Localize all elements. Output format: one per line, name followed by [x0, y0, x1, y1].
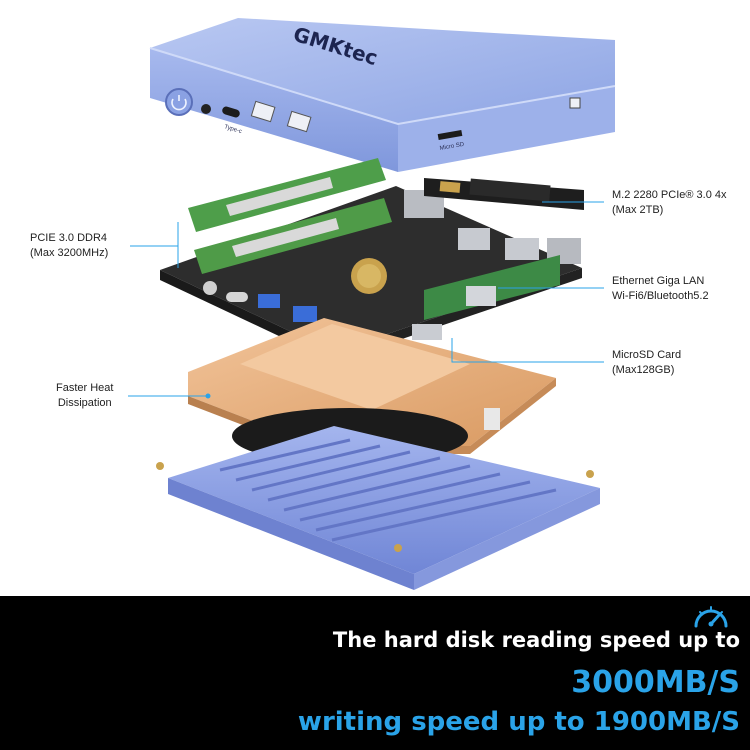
- microsd-slot: [437, 129, 463, 141]
- microsd-callout-label: MicroSD Card (Max128GB): [612, 349, 682, 376]
- m2-ssd: [424, 178, 584, 210]
- typec-connector: [226, 292, 248, 302]
- typec-port-label: Type-c: [223, 124, 242, 135]
- ssd-callout-label: M.2 2280 PCIe® 3.0 4x (Max 2TB): [612, 189, 727, 216]
- usb3-port-2: [293, 306, 317, 322]
- usb3-port-1: [258, 294, 280, 308]
- usb-port-rear: [505, 238, 539, 260]
- usb-port-1: [250, 100, 276, 123]
- typec-port: [222, 106, 240, 118]
- write-speed-text: writing speed up to 1900MB/S: [297, 707, 740, 737]
- network-callout-label: Ethernet Giga LAN Wi-Fi6/Bluetooth5.2: [612, 275, 709, 302]
- usb-port-2: [286, 110, 312, 133]
- hdmi-port-1: [458, 228, 490, 250]
- audio-jack: [201, 104, 211, 114]
- kensington-slot: [569, 97, 581, 109]
- power-button: [165, 88, 193, 116]
- bottom-chassis: [156, 426, 600, 590]
- microsd-callout-line: [451, 338, 604, 363]
- mini-pc-top-case: GMKtec Type-c Micro SD: [149, 18, 616, 172]
- microsd-reader: [412, 324, 442, 340]
- speed-headline: The hard disk reading speed up to: [332, 628, 740, 652]
- heat-callout-label: Faster Heat Dissipation: [56, 382, 114, 409]
- audio-connector: [203, 281, 217, 295]
- exploded-view: GMKtec Type-c Micro SD: [128, 18, 616, 590]
- speedometer-icon: [694, 606, 728, 628]
- callout-lines: [128, 201, 604, 399]
- motherboard: [160, 186, 582, 362]
- power-icon: [171, 95, 187, 111]
- microsd-slot-label: Micro SD: [439, 142, 465, 152]
- speed-banner: [0, 596, 750, 750]
- ram-modules: [188, 158, 392, 274]
- ram-callout-label: PCIE 3.0 DDR4 (Max 3200MHz): [30, 232, 109, 259]
- read-speed-value: 3000MB/S: [571, 665, 740, 700]
